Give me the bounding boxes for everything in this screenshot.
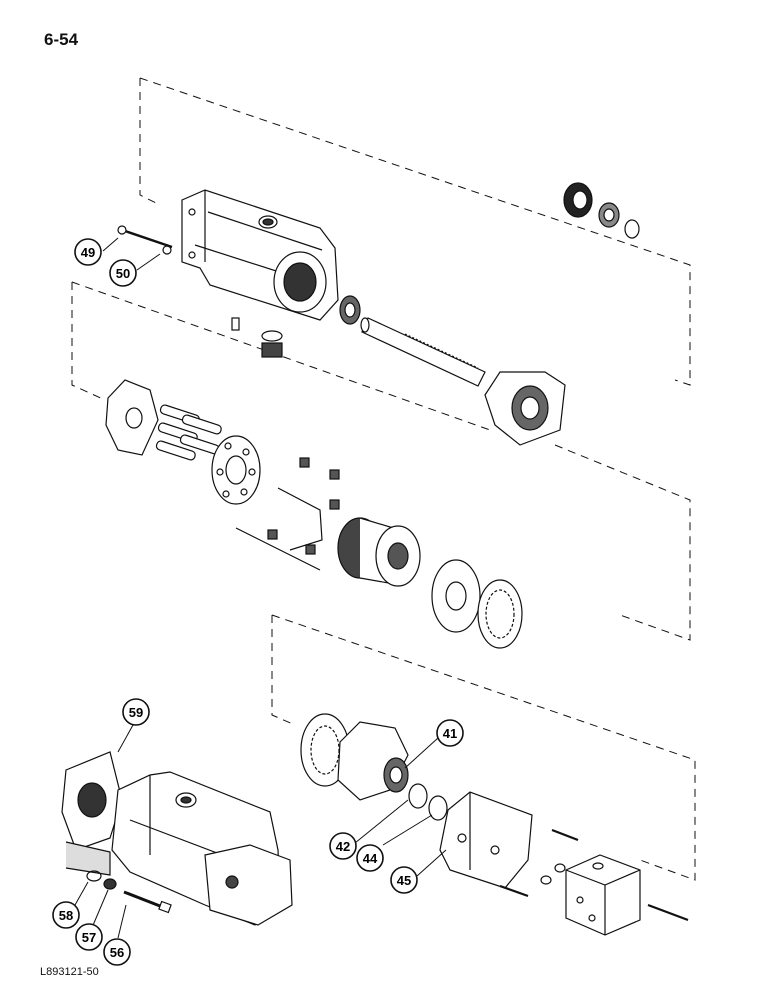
end-cover-45 <box>439 791 533 889</box>
washer-57 <box>103 878 117 890</box>
washer-58 <box>86 870 102 882</box>
svg-text:44: 44 <box>363 851 378 866</box>
svg-text:41: 41 <box>443 726 457 741</box>
bearing-upper <box>339 295 361 325</box>
valve-plate-front <box>431 559 481 633</box>
page-number: 6-54 <box>44 30 79 49</box>
callout-42: 42 <box>329 832 357 860</box>
retainer-plate <box>211 435 261 505</box>
assembled-pump <box>65 771 293 926</box>
group-outline-lower <box>271 614 696 881</box>
callout-57: 57 <box>75 923 103 951</box>
group-outline-upper <box>139 77 691 386</box>
valve-block <box>565 854 689 936</box>
group-outline-middle <box>71 281 691 641</box>
callout-50: 50 <box>109 259 137 287</box>
svg-text:59: 59 <box>129 705 143 720</box>
callout-56: 56 <box>103 938 131 966</box>
callout-58: 58 <box>52 901 80 929</box>
bearing-41 <box>383 757 409 793</box>
plug-and-oring <box>231 317 283 358</box>
svg-text:45: 45 <box>397 873 411 888</box>
ring-44 <box>428 795 448 821</box>
swashplate-linkage <box>235 457 340 571</box>
drive-shaft <box>360 317 486 387</box>
bolt-49 <box>117 225 173 249</box>
svg-text:42: 42 <box>336 839 350 854</box>
gasket-plate <box>105 379 159 456</box>
svg-text:50: 50 <box>116 266 130 281</box>
spacer-42 <box>408 783 428 809</box>
cylinder-block <box>337 517 421 587</box>
svg-text:56: 56 <box>110 945 124 960</box>
washer-50 <box>162 245 172 255</box>
callout-59: 59 <box>122 698 150 726</box>
callout-49: 49 <box>74 238 102 266</box>
piston-set <box>155 404 222 461</box>
front-end-plate <box>484 371 566 446</box>
svg-text:49: 49 <box>81 245 95 260</box>
callout-45: 45 <box>390 866 418 894</box>
callout-41: 41 <box>436 719 464 747</box>
pump-housing <box>181 189 339 321</box>
end-cover-bolts <box>499 828 579 898</box>
bolt-56 <box>123 890 172 914</box>
gasket-59 <box>61 751 123 851</box>
svg-text:58: 58 <box>59 908 73 923</box>
shaft-seal-set <box>563 182 640 239</box>
bearing-plate-front <box>477 579 523 649</box>
leader-lines <box>74 237 447 939</box>
callout-44: 44 <box>356 844 384 872</box>
figure-id: L893121-50 <box>40 966 99 978</box>
svg-text:57: 57 <box>82 930 96 945</box>
